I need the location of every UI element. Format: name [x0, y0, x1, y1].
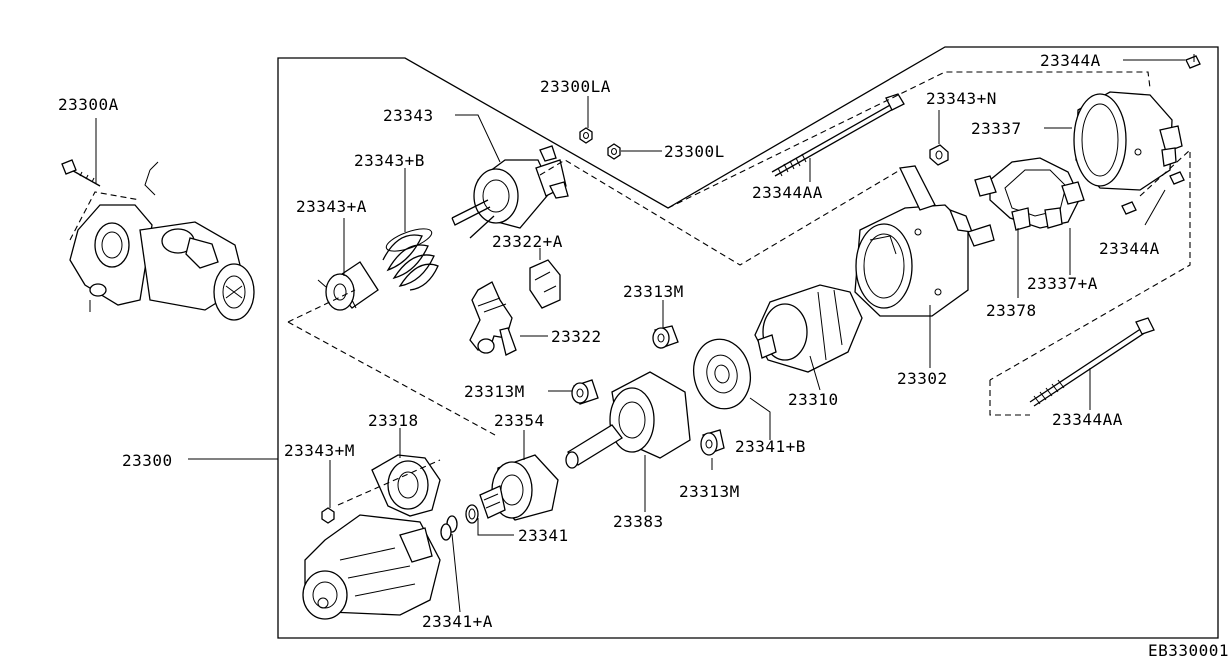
- label-23341: 23341: [518, 526, 569, 545]
- gear-case-23318: [302, 454, 441, 620]
- stop-ring-23341: [465, 504, 479, 524]
- label-23344AA-lower: 23344AA: [1052, 410, 1123, 429]
- alignment-line-a: [539, 159, 901, 266]
- bearing-23313M-upper: [652, 325, 679, 349]
- label-23341A: 23341+A: [422, 612, 493, 631]
- label-23341B: 23341+B: [735, 437, 806, 456]
- gear-shaft-23383: [565, 371, 691, 469]
- label-23313M-lower: 23313M: [679, 482, 740, 501]
- rear-cover-23337: [1073, 91, 1183, 191]
- label-23344A-top: 23344A: [1040, 51, 1101, 70]
- nut-23300LA: [579, 127, 593, 144]
- brush-holder-23378: [974, 157, 1085, 231]
- label-23318: 23318: [368, 411, 419, 430]
- label-23313M-upper: 23313M: [623, 282, 684, 301]
- label-23343N: 23343+N: [926, 89, 997, 108]
- label-23310: 23310: [788, 390, 839, 409]
- alignment-line-c: [667, 71, 1151, 209]
- label-23343: 23343: [383, 106, 434, 125]
- label-23302: 23302: [897, 369, 948, 388]
- plunger-23343A: [317, 261, 379, 311]
- nut-23343M: [321, 507, 335, 524]
- label-23300: 23300: [122, 451, 173, 470]
- label-23343M: 23343+M: [284, 441, 355, 460]
- bearing-23313M-lower: [700, 429, 725, 456]
- label-23322A: 23322+A: [492, 232, 563, 251]
- label-23344A-mid: 23344A: [1099, 239, 1160, 258]
- yoke-23302: [854, 165, 995, 317]
- label-23344AA-upper: 23344AA: [752, 183, 823, 202]
- label-23343B: 23343+B: [354, 151, 425, 170]
- label-23300L: 23300L: [664, 142, 725, 161]
- nut-23300L: [607, 143, 621, 160]
- through-bolt-23344AA-lower: [1029, 317, 1155, 407]
- label-23300A: 23300A: [58, 95, 119, 114]
- label-23378: 23378: [986, 301, 1037, 320]
- label-23300LA: 23300LA: [540, 77, 611, 96]
- screw-23344A-mid: [1121, 171, 1185, 215]
- label-23343A: 23343+A: [296, 197, 367, 216]
- label-23337: 23337: [971, 119, 1022, 138]
- installed-starter-illustration: [61, 120, 255, 321]
- pinion-clutch-23354: [479, 454, 559, 521]
- label-23383: 23383: [613, 512, 664, 531]
- part-labels: 23300A 23343 23300LA 23300L 23343+B 2334…: [58, 51, 1229, 660]
- solenoid-switch-23343: [451, 145, 569, 239]
- bearing-23313M-middle: [571, 379, 599, 405]
- screw-23344A-top: [1185, 54, 1201, 69]
- alignment-line-b: [287, 289, 496, 436]
- label-23322: 23322: [551, 327, 602, 346]
- label-23313M-middle: 23313M: [464, 382, 525, 401]
- label-23337A: 23337+A: [1027, 274, 1098, 293]
- washer-23343N: [929, 110, 949, 166]
- label-23354: 23354: [494, 411, 545, 430]
- shift-lever-23322: [469, 259, 561, 356]
- assembly-frame: [277, 46, 1219, 639]
- spring-23343B: [382, 228, 439, 291]
- leader-lines: [95, 59, 1185, 613]
- through-bolt-23344AA-upper: [771, 93, 905, 177]
- diagram-code: EB330001: [1148, 641, 1229, 660]
- armature-23310: [754, 284, 863, 373]
- washer-23341B: [693, 338, 751, 410]
